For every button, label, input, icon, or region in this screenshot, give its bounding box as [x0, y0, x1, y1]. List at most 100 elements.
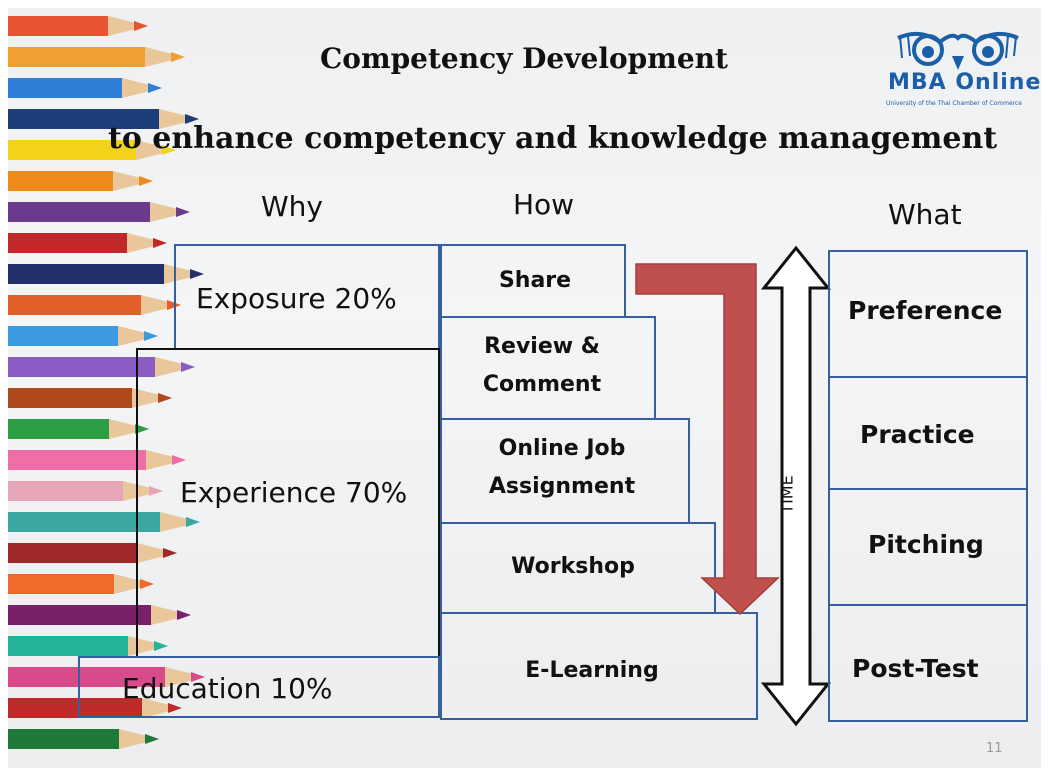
pencil-body	[8, 357, 155, 377]
pencil-tip	[158, 393, 172, 403]
pencil-body	[8, 574, 114, 594]
pencil-wood	[136, 140, 176, 160]
pencil-wood	[150, 202, 190, 222]
header-how: How	[513, 188, 575, 221]
pencil-body	[8, 202, 150, 222]
pencil-body	[8, 729, 119, 749]
pencil-body	[8, 512, 160, 532]
pencil-body	[8, 543, 137, 563]
pencil-tip	[176, 207, 190, 217]
education-label: Education 10%	[122, 672, 333, 705]
pencil-wood	[146, 450, 186, 470]
pencil-tip	[149, 486, 163, 496]
slide: Competency Development to enhance compet…	[8, 8, 1041, 768]
pencil-body	[8, 636, 128, 656]
pencil-body	[8, 78, 122, 98]
owl-eyes-icon	[897, 31, 1019, 70]
post-test-box: Post-Test	[828, 604, 1028, 722]
pencil-body	[8, 388, 132, 408]
pencil-tip	[148, 83, 162, 93]
pencil-body	[8, 171, 113, 191]
pencil-wood	[132, 388, 172, 408]
pencil-tip	[135, 424, 149, 434]
pencil-tip	[190, 269, 204, 279]
slide-title: Competency Development	[320, 42, 728, 75]
experience-box: Experience 70%	[136, 348, 440, 658]
slide-subtitle: to enhance competency and knowledge mana…	[108, 121, 998, 156]
pencil-wood	[113, 171, 153, 191]
review-label-1: Review &	[484, 334, 600, 359]
pencil-body	[8, 233, 127, 253]
pencil-wood	[165, 667, 205, 687]
online-job-label-2: Assignment	[488, 474, 636, 499]
pencil-wood	[114, 574, 154, 594]
pencil-wood	[118, 326, 158, 346]
pencil-body	[8, 109, 159, 129]
pencil-tip	[181, 362, 195, 372]
pencil-tip	[153, 238, 167, 248]
pitching-label: Pitching	[868, 530, 984, 559]
pencil-tip	[154, 641, 168, 651]
exposure-label: Exposure 20%	[196, 282, 397, 315]
pencil-wood	[128, 636, 168, 656]
pencil-tip	[177, 610, 191, 620]
pencil-tip	[185, 114, 199, 124]
pencil-tip	[144, 331, 158, 341]
pencil-wood	[137, 543, 177, 563]
online-job-label-1: Online Job	[498, 436, 626, 461]
pencil-body	[8, 47, 145, 67]
practice-box: Practice	[828, 376, 1028, 490]
pencil-tip	[134, 21, 148, 31]
online-job-box: Online Job Assignment	[440, 418, 690, 524]
elearning-label: E-Learning	[525, 658, 659, 683]
education-box: Education 10%	[78, 656, 440, 718]
pencil-wood	[123, 481, 163, 501]
pitching-box: Pitching	[828, 488, 1028, 606]
time-double-arrow-icon	[760, 245, 832, 727]
pencil-body	[8, 698, 142, 718]
review-box: Review & Comment	[440, 316, 656, 420]
logo-tagline: University of the Thai Chamber of Commer…	[886, 100, 1022, 107]
pencil-body	[8, 481, 123, 501]
pencil-tip	[171, 52, 185, 62]
flow-arrow-icon	[635, 263, 780, 616]
pencil-wood	[109, 419, 149, 439]
pencil-wood	[122, 78, 162, 98]
pencil-wood	[160, 512, 200, 532]
pencil-wood	[151, 605, 191, 625]
pencil-tip	[139, 176, 153, 186]
workshop-label: Workshop	[511, 554, 635, 579]
page-number: 11	[986, 741, 1003, 756]
pencil-body	[8, 419, 109, 439]
mba-online-logo: MBA Online University of the Thai Chambe…	[880, 30, 1041, 110]
pencils-decoration	[8, 16, 205, 749]
pencil-body	[8, 295, 141, 315]
exposure-box: Exposure 20%	[174, 244, 440, 350]
elearning-box: E-Learning	[440, 612, 758, 720]
pencil-wood	[119, 729, 159, 749]
pencil-wood	[142, 698, 182, 718]
time-label: TIME	[777, 475, 797, 514]
logo-text: MBA Online	[888, 70, 1041, 95]
pencil-body	[8, 264, 164, 284]
pencil-tip	[140, 579, 154, 589]
pencil-tip	[172, 455, 186, 465]
pencil-wood	[127, 233, 167, 253]
pencil-wood	[141, 295, 181, 315]
review-label-2: Comment	[482, 372, 602, 397]
header-why: Why	[261, 190, 324, 223]
pencil-body	[8, 667, 165, 687]
pencil-body	[8, 16, 108, 36]
pencil-body	[8, 450, 146, 470]
preference-box: Preference	[828, 250, 1028, 378]
pencil-body	[8, 140, 136, 160]
pencil-tip	[145, 734, 159, 744]
pencil-tip	[191, 672, 205, 682]
post-test-label: Post-Test	[852, 654, 979, 683]
share-label: Share	[498, 268, 572, 293]
header-what: What	[888, 198, 962, 231]
experience-label: Experience 70%	[180, 476, 408, 509]
pencil-wood	[159, 109, 199, 129]
pencil-wood	[108, 16, 148, 36]
pencil-wood	[145, 47, 185, 67]
